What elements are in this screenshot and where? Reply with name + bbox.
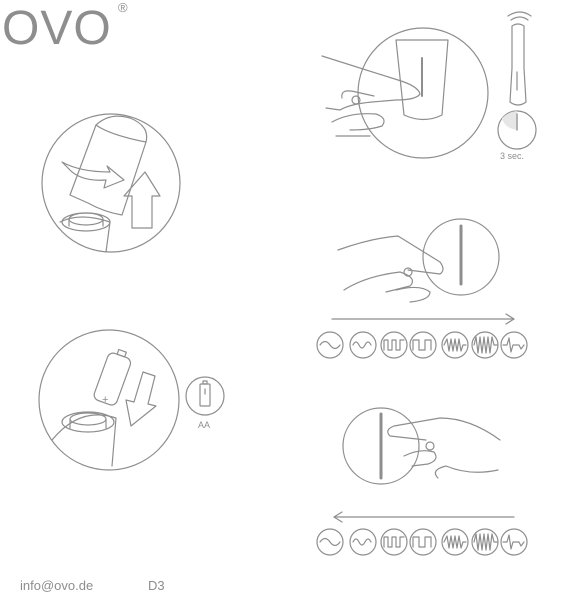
- battery-type-label: AA: [198, 420, 210, 430]
- battery-icon: [185, 376, 225, 416]
- arrow-up-icon: [123, 171, 161, 229]
- vibrator-icon: [507, 11, 532, 106]
- twist-arrow-icon: [61, 161, 125, 189]
- registered-mark: ®: [118, 0, 128, 15]
- arrow-left-icon: [333, 511, 515, 523]
- timer-icon: [497, 110, 537, 150]
- vibration-modes-row-2: [316, 528, 528, 556]
- arrow-down-icon: [125, 371, 157, 427]
- arrow-right-icon: [331, 313, 515, 325]
- vibration-modes-row-1: [316, 331, 528, 359]
- swipe-forward-illustration: [337, 218, 500, 303]
- battery-plus-label: +: [102, 394, 108, 406]
- footer-page-code: D3: [148, 578, 165, 593]
- press-hold-illustration: [321, 27, 489, 159]
- swipe-back-illustration: [342, 407, 501, 485]
- footer-email: info@ovo.de: [20, 578, 94, 593]
- open-cap-illustration: [41, 113, 181, 253]
- ovo-logo: OVO: [2, 2, 112, 55]
- insert-battery-illustration: +: [38, 329, 180, 471]
- timer-label: 3 sec.: [500, 151, 524, 161]
